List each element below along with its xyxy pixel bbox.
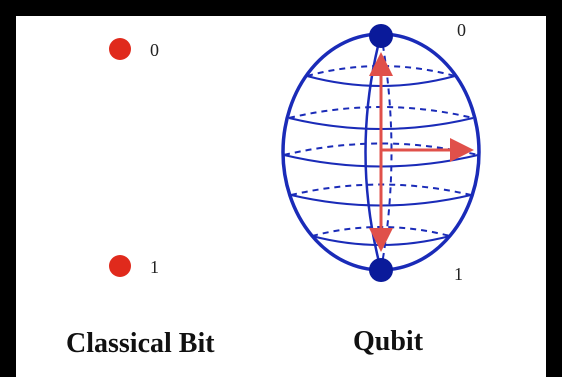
- classical-bit-state-0-label: 0: [150, 40, 159, 60]
- qubit-south-label: 1: [454, 264, 463, 284]
- qubit-north-label: 0: [457, 20, 466, 40]
- qubit-caption: Qubit: [353, 326, 424, 357]
- classical-bit-state-0-dot: [109, 38, 131, 60]
- state-arrows: [369, 52, 474, 252]
- qubit-south-pole-dot: [369, 258, 393, 282]
- classical-bit-state-1-dot: [109, 255, 131, 277]
- classical-bit-state-1-label: 1: [150, 257, 159, 277]
- classical-bit-caption: Classical Bit: [66, 328, 215, 359]
- qubit-north-pole-dot: [369, 24, 393, 48]
